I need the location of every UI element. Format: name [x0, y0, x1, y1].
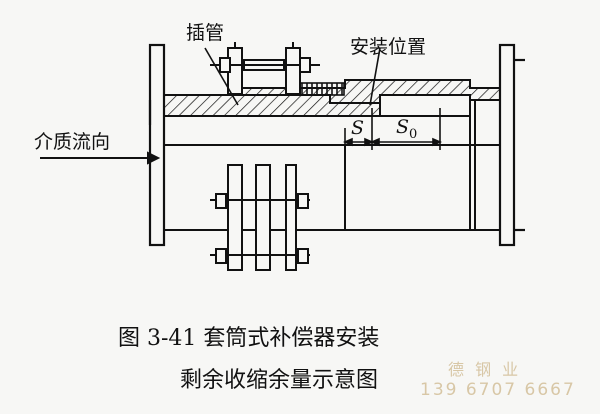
pipe-bore [163, 116, 500, 231]
lower-bolts [210, 164, 310, 271]
watermark-line-2: 139 6707 6667 [420, 380, 576, 400]
flow-arrow [40, 151, 161, 165]
left-flange [148, 43, 166, 247]
watermark-line-1: 德 钢 业 [448, 360, 522, 379]
s-label: S [351, 117, 365, 139]
caption-line-2: 剩余收缩余量示意图 [180, 368, 379, 393]
s0-label: S0 [396, 116, 418, 142]
upper-gland [210, 42, 320, 95]
leader-lines [204, 47, 381, 106]
dimension-s [342, 108, 443, 150]
sleeve-outer [380, 100, 476, 230]
install-position-label: 安装位置 [350, 36, 427, 58]
caption-line-1: 图 3-41 套筒式补偿器安装 [118, 326, 380, 351]
right-flange [498, 43, 525, 247]
inserted-pipe-label: 插管 [186, 22, 225, 44]
medium-flow-label: 介质流向 [34, 131, 111, 153]
